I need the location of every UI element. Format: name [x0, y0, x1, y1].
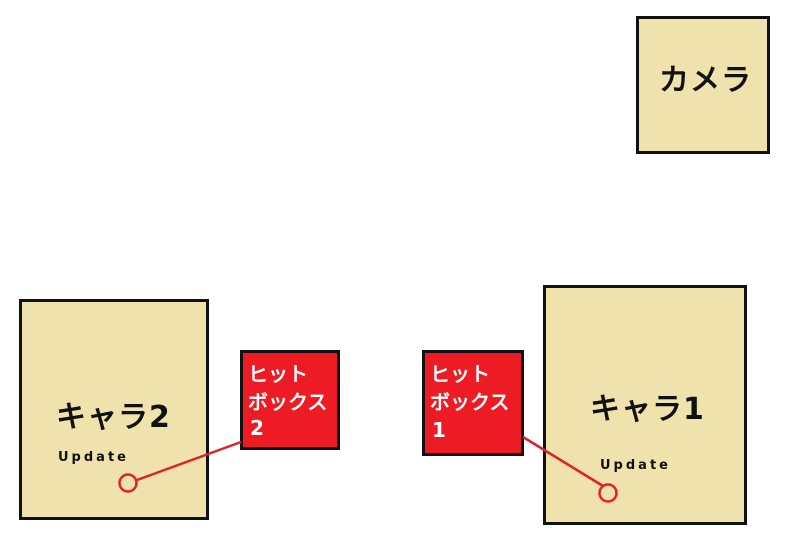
hitbox1-box: ヒット ボックス 1 — [422, 350, 524, 456]
hitbox2-line1: ヒット — [248, 362, 308, 386]
chara1-label: キャラ1 — [590, 392, 705, 427]
update-anchor-chara2 — [118, 473, 138, 493]
update-anchor-chara1 — [598, 483, 618, 503]
hitbox2-line3: 2 — [250, 416, 264, 440]
camera-label: カメラ — [659, 63, 752, 98]
hitbox1-line3: 1 — [432, 418, 446, 442]
chara1-update-label: Update — [600, 458, 671, 473]
chara1-box: キャラ1 Update — [543, 285, 747, 525]
hitbox1-line1: ヒット — [430, 362, 490, 386]
chara2-update-label: Update — [58, 450, 129, 465]
link-chara1-hitbox1 — [522, 435, 604, 488]
hitbox2-line2: ボックス — [248, 390, 328, 414]
link-chara2-hitbox2 — [136, 440, 242, 482]
chara2-label: キャラ2 — [56, 400, 171, 435]
camera-box: カメラ — [636, 16, 770, 154]
chara2-box: キャラ2 Update — [19, 299, 209, 520]
hitbox1-line2: ボックス — [430, 390, 510, 414]
hitbox2-box: ヒット ボックス 2 — [240, 350, 340, 450]
